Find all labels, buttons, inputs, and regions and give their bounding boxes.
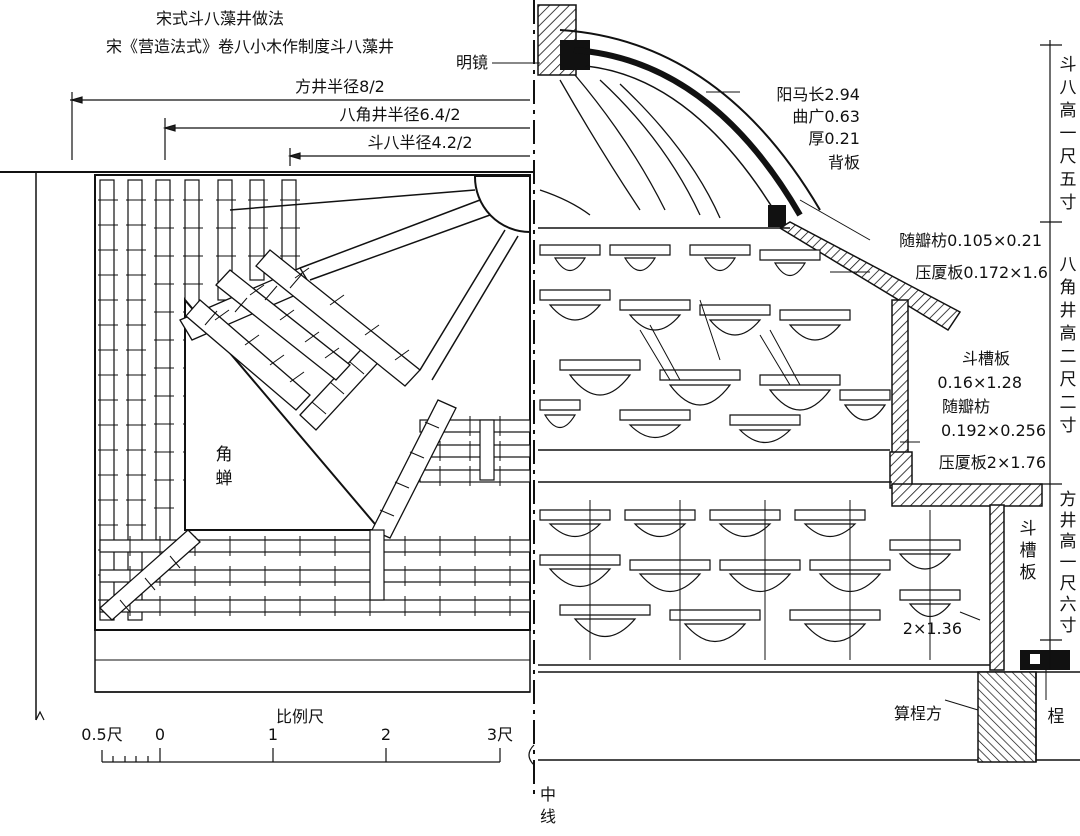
scale-tick-0.5: 0.5尺 [81,725,122,744]
size-low-label: 2×1.36 [903,619,962,638]
svg-text:二: 二 [1060,347,1077,367]
suibanfang-top-label: 随瓣枋0.105×0.21 [899,231,1042,250]
svg-text:井: 井 [1060,301,1077,321]
doucaoban-low-label-2: 槽 [1020,541,1037,561]
jiaochan-label-2: 蝉 [216,469,233,489]
svg-text:八: 八 [1060,255,1077,275]
scale-tick-2: 2 [381,725,391,744]
section-view [537,4,1080,763]
yangma-length-label: 阳马长2.94 [776,85,860,104]
svg-text:高: 高 [1060,532,1077,552]
svg-text:尺: 尺 [1060,147,1077,167]
height-dimension-line [1040,40,1062,670]
center-line-label-2: 线 [540,807,556,826]
svg-text:二: 二 [1060,393,1077,413]
suibanfang-mid-label-2: 0.192×0.256 [941,421,1046,440]
scale-tick-0: 0 [155,725,165,744]
svg-text:尺: 尺 [1060,370,1077,390]
mingjing-label: 明镜 [456,53,488,72]
yashaban-mid-label: 压厦板2×1.76 [939,453,1046,472]
svg-text:角: 角 [1060,278,1077,298]
bajiaojing-height-label: 八 角 井 高 二 尺 二 寸 [1060,255,1077,436]
beiban-label: 背板 [828,153,860,172]
yashaban-top-label: 压厦板0.172×1.6 [915,263,1048,282]
svg-text:井: 井 [1060,511,1077,531]
svg-text:寸: 寸 [1060,193,1077,213]
svg-text:寸: 寸 [1060,616,1077,636]
svg-text:尺: 尺 [1060,574,1077,594]
fangjing-height-label: 方 井 高 一 尺 六 寸 [1060,490,1077,636]
title-line-1: 宋式斗八藻井做法 [156,9,284,28]
svg-text:五: 五 [1060,170,1077,190]
cheng-label: 桯 [1048,707,1065,727]
bajiaojing-radius-label: 八角井半径6.4/2 [339,105,460,124]
doucaoban-mid-label-1: 斗槽板 [962,349,1010,368]
scale-tick-3: 3尺 [487,725,513,744]
svg-text:寸: 寸 [1060,416,1077,436]
leader-lines [492,62,1047,711]
scale-tick-1: 1 [268,725,278,744]
fangjing-radius-label: 方井半径8/2 [295,77,385,96]
doucaoban-low-label-3: 板 [1020,563,1037,583]
svg-text:一: 一 [1060,124,1077,144]
svg-text:高: 高 [1060,101,1077,121]
svg-text:方: 方 [1060,490,1077,510]
lower-dougong [539,509,961,643]
suanchengfang-label: 算桯方 [894,704,942,723]
douba-height-label: 斗 八 高 一 尺 五 寸 [1060,55,1077,213]
douba-radius-label: 斗八半径4.2/2 [367,133,472,152]
scale-bar-title: 比例尺 [276,707,324,726]
title-line-2: 宋《营造法式》卷八小木作制度斗八藻井 [106,37,394,56]
plan-view [0,171,534,721]
plan-dimension-lines [69,92,530,166]
svg-text:高: 高 [1060,324,1077,344]
svg-text:六: 六 [1060,595,1077,615]
scale-bar: 比例尺 0.5尺 0 1 2 3尺 [81,707,513,763]
center-line-label-1: 中 [540,785,556,804]
suibanfang-mid-label-1: 随瓣枋 [942,397,990,416]
yangma-thickness-label: 厚0.21 [808,129,860,148]
svg-text:一: 一 [1060,553,1077,573]
yangma-width-label: 曲广0.63 [792,107,860,126]
svg-text:八: 八 [1060,78,1077,98]
jiaochan-label-1: 角 [216,445,233,465]
upper-dougong [539,244,891,444]
svg-text:斗: 斗 [1060,55,1077,75]
doucaoban-mid-label-2: 0.16×1.28 [937,373,1022,392]
doucaoban-low-label-1: 斗 [1020,519,1037,539]
